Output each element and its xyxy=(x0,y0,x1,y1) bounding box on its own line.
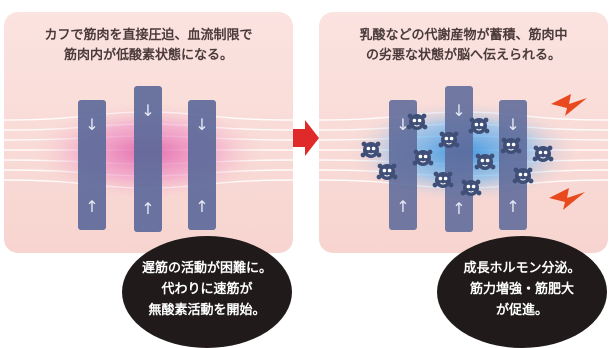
lactic-molecule-icon xyxy=(360,141,382,159)
cuff-band-3: ↓ ↑ xyxy=(499,100,527,230)
lactic-molecule-icon xyxy=(432,171,454,189)
down-arrow-icon: ↓ xyxy=(396,115,409,134)
cuff-band-1: ↓ ↑ xyxy=(78,100,106,230)
right-arrow-icon xyxy=(293,120,319,156)
note-line: 代わりに速筋が xyxy=(161,282,253,297)
panel-metabolites: ↓ ↑ ↓ ↑ ↓ ↑ xyxy=(319,12,608,253)
cuff-band-3: ↓ ↑ xyxy=(188,100,216,230)
up-arrow-icon: ↑ xyxy=(452,199,465,218)
up-arrow-icon: ↑ xyxy=(396,197,409,216)
down-arrow-icon: ↓ xyxy=(506,115,519,134)
up-arrow-icon: ↑ xyxy=(195,197,208,216)
caption-line: 乳酸などの代謝産物が蓄積、筋肉中 xyxy=(359,28,568,43)
note-line: が促進。 xyxy=(495,303,548,318)
down-arrow-icon: ↓ xyxy=(195,115,208,134)
caption-line: の劣悪な状態が脳へ伝えられる。 xyxy=(365,48,561,63)
note-bubble-left: 遅筋の活動が困難に。 代わりに速筋が 無酸素活動を開始。 xyxy=(122,236,292,348)
cuff-band-2: ↓ ↑ xyxy=(445,86,473,232)
down-arrow-icon: ↓ xyxy=(141,101,154,120)
lactic-molecule-icon xyxy=(532,145,554,163)
cuff-band-1: ↓ ↑ xyxy=(389,100,417,230)
lightning-icon xyxy=(549,188,585,210)
lactic-molecule-icon xyxy=(412,149,434,167)
lactic-molecule-icon xyxy=(512,167,534,185)
down-arrow-icon: ↓ xyxy=(85,115,98,134)
note-line: 遅筋の活動が困難に。 xyxy=(141,261,272,276)
lactic-molecule-icon xyxy=(500,137,522,155)
down-arrow-icon: ↓ xyxy=(452,101,465,120)
caption-line: 筋肉内が低酸素状態になる。 xyxy=(63,48,233,63)
lactic-molecule-icon xyxy=(460,179,482,197)
lactic-molecule-icon xyxy=(376,163,398,181)
caption-left: カフで筋肉を直接圧迫、血流制限で 筋肉内が低酸素状態になる。 xyxy=(4,26,293,66)
muscle-occlusion-figure: ↓ ↑ ↓ ↑ ↓ ↑ xyxy=(4,86,293,232)
caption-right: 乳酸などの代謝産物が蓄積、筋肉中 の劣悪な状態が脳へ伝えられる。 xyxy=(319,26,608,66)
lightning-icons xyxy=(549,94,587,210)
up-arrow-icon: ↑ xyxy=(85,197,98,216)
lactic-molecule-icon xyxy=(468,117,490,135)
note-line: 無酸素活動を開始。 xyxy=(148,303,266,318)
lactic-molecule-icon xyxy=(406,113,428,131)
panel-occlusion: ↓ ↑ ↓ ↑ ↓ ↑ カフで筋肉を直接圧迫、血流制限で 筋肉内が低酸素状態にな… xyxy=(4,12,293,253)
note-line: 筋力増強・筋肥大 xyxy=(469,282,574,297)
note-bubble-right: 成長ホルモン分泌。 筋力増強・筋肥大 が促進。 xyxy=(437,236,607,348)
cuff-band-2: ↓ ↑ xyxy=(134,86,162,232)
up-arrow-icon: ↑ xyxy=(141,199,154,218)
caption-line: カフで筋肉を直接圧迫、血流制限で xyxy=(44,28,253,43)
note-line: 成長ホルモン分泌。 xyxy=(463,261,581,276)
metabolite-figure: ↓ ↑ ↓ ↑ ↓ ↑ xyxy=(319,86,608,232)
up-arrow-icon: ↑ xyxy=(506,197,519,216)
lactic-molecule-icon xyxy=(438,131,460,149)
lightning-icon xyxy=(551,94,587,116)
lactic-molecule-icon xyxy=(474,153,496,171)
